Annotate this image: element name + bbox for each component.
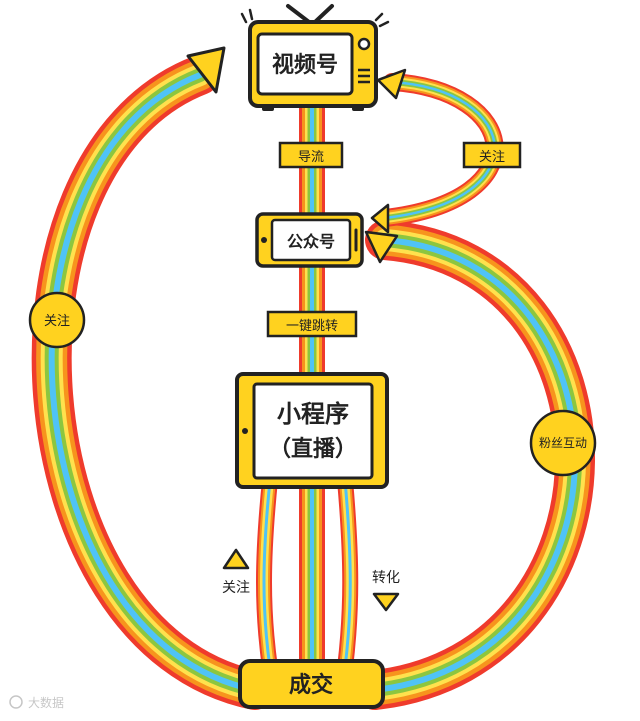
rainbow-bottom-right-strand: [337, 479, 359, 669]
tv-antenna-right: [313, 4, 334, 24]
tv-knob-icon: [357, 37, 371, 51]
edge-label-follow-top: 关注: [462, 141, 522, 169]
tv-antenna-left: [286, 4, 311, 24]
watermark-logo-icon: [9, 695, 23, 709]
up-triangle-icon: [222, 548, 250, 570]
sparkle-right-icon: [374, 12, 390, 28]
node-official-account: 公众号: [255, 212, 364, 268]
edge-label-fan-interaction: 粉丝互动: [529, 409, 597, 477]
node-mini-program: 小程序 （直播）: [235, 372, 389, 489]
phone-button-icon: [261, 237, 267, 243]
fan-interaction-badge: [529, 409, 597, 477]
deal-label: 成交: [289, 672, 333, 698]
edge-label-convert: 转化: [372, 570, 400, 612]
follow-top-text: 关注: [479, 150, 505, 165]
mini-program-label-line2: （直播）: [269, 436, 357, 462]
watermark-text: 大数据: [28, 695, 64, 710]
guide-tag: [278, 141, 344, 169]
sparkle-left-icon: [240, 8, 254, 24]
arrow-to-channels-right-icon: [376, 68, 407, 100]
follow-left-badge: [28, 291, 86, 349]
arrow-to-official-top-icon: [370, 203, 390, 234]
edge-label-guide: 导流: [278, 141, 344, 169]
official-account-label: 公众号: [287, 232, 335, 251]
follow-bottom-text: 关注: [222, 580, 250, 596]
tv-leg-right: [352, 104, 364, 111]
convert-text: 转化: [372, 570, 400, 586]
edge-label-jump: 一键跳转: [266, 310, 358, 338]
channels-label: 视频号: [272, 52, 338, 78]
tablet-screen: [252, 382, 374, 480]
deal-box: [238, 659, 385, 709]
follow-left-text: 关注: [44, 314, 70, 329]
tv-screen: [256, 32, 354, 96]
fan-interaction-text: 粉丝互动: [539, 436, 587, 450]
follow-top-tag: [462, 141, 522, 169]
down-triangle-icon: [372, 592, 400, 612]
jump-text: 一键跳转: [286, 319, 338, 334]
edge-label-follow-left: 关注: [28, 291, 86, 349]
node-deal: 成交: [238, 659, 385, 709]
node-channels: 视频号: [248, 4, 378, 111]
watermark: 大数据: [9, 695, 64, 710]
arrow-to-official-bottom-icon: [364, 230, 399, 264]
tablet-button-icon: [242, 428, 248, 434]
edge-label-follow-bottom: 关注: [222, 548, 250, 596]
arrow-to-channels-left-icon: [186, 46, 226, 94]
tv-leg-left: [262, 104, 274, 111]
jump-tag: [266, 310, 358, 338]
phone-screen: [270, 218, 352, 262]
rainbow-bottom-left-strand: [256, 479, 278, 670]
mini-program-label-line1: 小程序: [277, 400, 349, 428]
guide-text: 导流: [298, 150, 324, 165]
rainbow-left-loop: [31, 55, 275, 710]
